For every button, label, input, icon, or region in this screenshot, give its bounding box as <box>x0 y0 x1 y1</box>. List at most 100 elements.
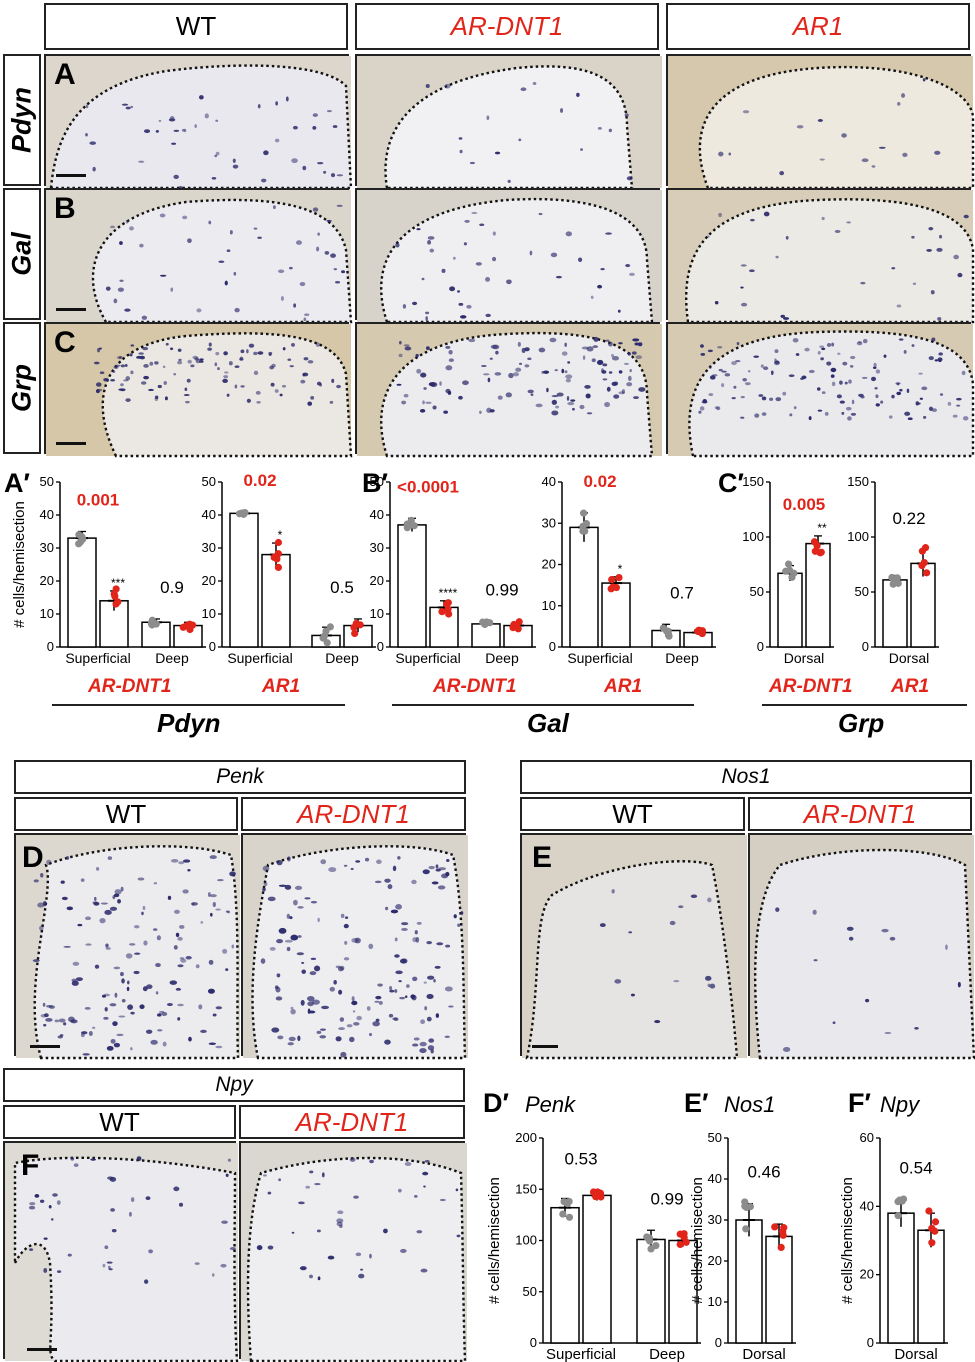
labeled-cell <box>303 357 309 361</box>
labeled-cell <box>431 881 439 885</box>
labeled-cell <box>315 342 321 347</box>
data-point <box>274 538 283 547</box>
group-gene-gal: Gal <box>527 708 569 738</box>
data-point <box>240 510 248 518</box>
data-point <box>323 639 331 647</box>
labeled-cell <box>287 358 292 361</box>
labeled-cell <box>846 221 851 224</box>
labeled-cell <box>875 403 880 407</box>
dorsal-horn-outline <box>246 1156 467 1362</box>
bar <box>67 537 97 648</box>
labeled-cell <box>105 943 109 948</box>
labeled-cell <box>468 338 476 343</box>
labeled-cell <box>220 1263 227 1268</box>
labeled-cell <box>276 859 283 866</box>
labeled-cell <box>888 415 893 419</box>
labeled-cell <box>590 295 594 299</box>
labeled-cell <box>404 346 412 351</box>
labeled-cell <box>360 1268 364 1271</box>
data-point <box>593 1188 602 1196</box>
labeled-cell <box>420 1019 426 1025</box>
labeled-cell <box>85 104 89 109</box>
labeled-cell <box>808 416 812 421</box>
labeled-cell <box>880 400 884 404</box>
labeled-cell <box>377 983 383 987</box>
labeled-cell <box>333 268 338 271</box>
labeled-cell <box>736 342 740 346</box>
labeled-cell <box>457 923 461 927</box>
labeled-cell <box>221 1220 228 1224</box>
labeled-cell <box>299 1266 307 1271</box>
y-tick-label: 100 <box>742 529 764 544</box>
labeled-cell <box>711 374 718 377</box>
labeled-cell <box>84 1007 91 1010</box>
y-tick-label: 0 <box>715 1335 722 1350</box>
labeled-cell <box>611 381 618 386</box>
labeled-cell <box>187 359 192 364</box>
labeled-cell <box>309 1274 313 1279</box>
y-tick-label: 50 <box>40 474 54 489</box>
labeled-cell <box>285 96 289 102</box>
panel-letter-C: C <box>54 326 76 359</box>
labeled-cell <box>300 379 306 384</box>
row-label-pdyn-text: Pdyn <box>6 86 37 154</box>
labeled-cell <box>167 895 172 900</box>
labeled-cell <box>678 905 684 909</box>
labeled-cell <box>142 986 148 992</box>
dorsal-horn-outline <box>525 860 739 1060</box>
labeled-cell <box>182 859 191 863</box>
labeled-cell <box>317 1276 321 1281</box>
y-tick-label: 40 <box>860 1198 874 1213</box>
labeled-cell <box>232 158 236 163</box>
y-tick-label: 60 <box>860 1130 874 1145</box>
labeled-cell <box>611 889 615 894</box>
labeled-cell <box>301 969 306 974</box>
micrograph-pdyn-wt: A <box>44 54 353 204</box>
labeled-cell <box>263 881 268 887</box>
y-tick-label: 100 <box>847 529 869 544</box>
labeled-cell <box>161 1011 168 1016</box>
labeled-cell <box>934 150 941 155</box>
labeled-cell <box>198 1004 203 1010</box>
p-value: 0.02 <box>583 472 616 491</box>
labeled-cell <box>85 943 92 946</box>
labeled-cell <box>313 965 321 972</box>
labeled-cell <box>107 856 113 860</box>
labeled-cell <box>195 964 200 969</box>
labeled-cell <box>899 388 903 392</box>
data-point <box>784 560 793 568</box>
dorsal-horn-outline <box>251 845 467 1060</box>
labeled-cell <box>269 365 275 370</box>
labeled-cell <box>267 896 276 902</box>
labeled-cell <box>921 386 928 391</box>
labeled-cell <box>613 394 620 399</box>
labeled-cell <box>570 399 576 402</box>
labeled-cell <box>323 170 327 174</box>
labeled-cell <box>561 368 565 374</box>
labeled-cell <box>94 896 97 901</box>
data-point <box>579 509 588 517</box>
labeled-cell <box>327 109 332 113</box>
labeled-cell <box>395 970 403 975</box>
labeled-cell <box>351 937 359 943</box>
labeled-cell <box>290 934 299 941</box>
labeled-cell <box>113 365 119 370</box>
labeled-cell <box>497 395 503 400</box>
labeled-cell <box>821 216 825 221</box>
labeled-cell <box>179 924 185 929</box>
labeled-cell <box>278 927 287 934</box>
labeled-cell <box>878 146 886 149</box>
labeled-cell <box>947 401 952 406</box>
labeled-cell <box>208 959 214 965</box>
labeled-cell <box>148 1249 154 1254</box>
labeled-cell <box>774 360 780 364</box>
labeled-cell <box>721 370 727 373</box>
labeled-cell <box>162 1041 167 1047</box>
labeled-cell <box>184 387 188 392</box>
labeled-cell <box>398 1188 402 1193</box>
labeled-cell <box>716 406 721 411</box>
labeled-cell <box>335 1036 342 1042</box>
group-label-ar-dnt1-c: AR-DNT1 <box>769 676 853 697</box>
labeled-cell <box>81 1030 88 1034</box>
bar <box>229 512 259 648</box>
